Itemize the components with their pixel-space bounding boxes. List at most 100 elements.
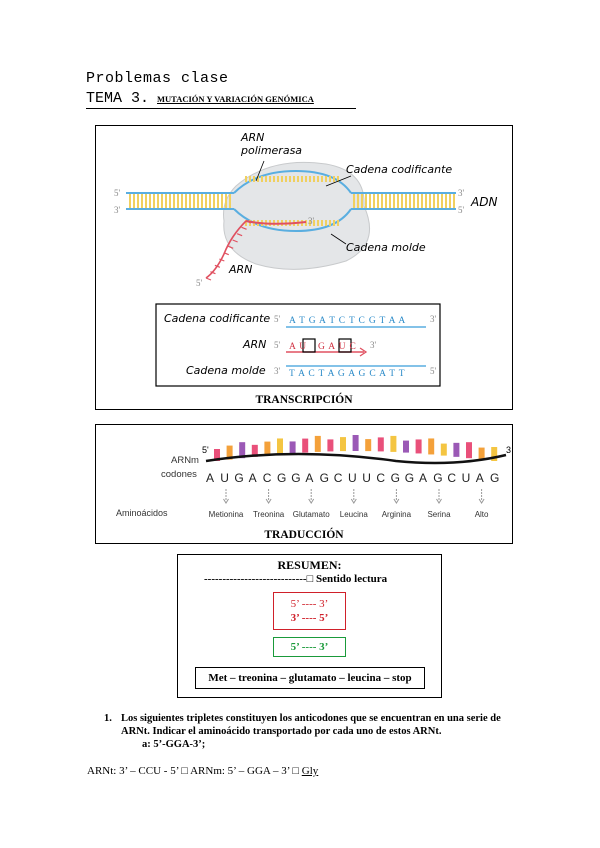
mrna-base: G [391, 471, 400, 485]
trna-bar [352, 435, 359, 451]
red-orientation-box: 5’ ---- 3’ 3’ ---- 5’ [273, 592, 346, 630]
aminoacid-label: Arginina [382, 510, 412, 519]
mrna-base: A [476, 471, 484, 485]
mrna-base: G [405, 471, 414, 485]
mrna-base: U [220, 471, 229, 485]
detail-template-end-3: 3' [274, 366, 281, 376]
aminoacid-label: Leucina [340, 510, 369, 519]
mrna-base: G [277, 471, 286, 485]
detail-coding-seq: A T G A T C T C G T A A [289, 316, 406, 326]
topic-number: TEMA 3. [86, 90, 150, 107]
mrna-base: C [376, 471, 385, 485]
mrna-base: U [362, 471, 371, 485]
detail-rna-seq-1: A U [289, 342, 307, 352]
detail-rna-end-3: 3' [370, 340, 377, 350]
topic-name: MUTACIÓN Y VARIACIÓN GENÓMICA [157, 94, 314, 104]
mrna-base: G [234, 471, 243, 485]
page-title: Problemas clase [86, 70, 229, 87]
trna-bar [226, 445, 233, 460]
aminoacid-chain: Met – treonina – glutamato – leucina – s… [195, 667, 425, 689]
answer-prefix: ARNt: 3’ – CCU - 5’ □ ARNm: 5’ – GGA – 3… [87, 765, 299, 777]
codon-arrowhead [393, 498, 400, 504]
dna-end-5-top: 5' [114, 188, 121, 198]
mrna-label-1: ARNm [171, 455, 199, 466]
label-arn-polimerasa-1: ARN [240, 131, 264, 144]
mrna-base: A [206, 471, 214, 485]
trna-bar [214, 449, 220, 461]
mrna-end-3: 3' [506, 445, 511, 455]
trna-bar [377, 437, 384, 452]
transcription-diagram: ARN polimerasa Cadena codificante ADN Ca… [114, 131, 497, 387]
translation-figure: 5' 3' ARNm codones AUGACGGAGCUUCGGAGCUAG… [95, 424, 513, 544]
trna-bar [440, 443, 447, 456]
mrna-base: G [433, 471, 442, 485]
detail-rna-label: ARN [242, 338, 266, 351]
trna-bar [403, 440, 409, 453]
trna-bar [327, 439, 334, 452]
trna-bar [478, 447, 485, 460]
detail-coding-end-5: 5' [274, 314, 281, 324]
codon-arrowhead [265, 498, 272, 504]
trna-bar [251, 444, 258, 457]
trna-bar [289, 441, 296, 454]
codon-arrowhead [350, 498, 357, 504]
label-arn: ARN [228, 263, 252, 276]
trna-bar [277, 438, 283, 455]
codon-arrowhead [223, 498, 229, 504]
topic-heading: TEMA 3. MUTACIÓN Y VARIACIÓN GENÓMICA [86, 89, 356, 109]
detail-template-label: Cadena molde [186, 364, 266, 377]
dna-end-5-bottom: 5' [458, 205, 465, 215]
summary-box: RESUMEN: ----------------------------□ S… [177, 554, 442, 698]
mrna-label-2: codones [161, 469, 197, 480]
mrna-end-5: 5' [202, 445, 209, 455]
mrna-base: G [320, 471, 329, 485]
mrna-base: A [305, 471, 313, 485]
red-line-2: 3’ ---- 5’ [290, 612, 329, 624]
translation-diagram: 5' 3' ARNm codones AUGACGGAGCUUCGGAGCUAG… [116, 435, 511, 519]
transcription-figure: ARN polimerasa Cadena codificante ADN Ca… [95, 125, 513, 410]
aminoacid-label: Glutamato [293, 510, 330, 519]
mrna-base: C [334, 471, 343, 485]
mrna-base: C [263, 471, 272, 485]
bubble-end-3: 3' [308, 216, 315, 226]
mrna-base: G [291, 471, 300, 485]
mrna-base: U [462, 471, 471, 485]
detail-template-seq: T A C T A G A G C A T T [289, 369, 405, 379]
label-arn-polimerasa-2: polimerasa [240, 144, 302, 157]
trna-bar [428, 438, 435, 455]
detail-coding-label: Cadena codificante [164, 312, 270, 325]
mrna-base: G [490, 471, 499, 485]
codon-arrowhead [478, 498, 485, 504]
trna-bar [415, 439, 422, 454]
green-orientation-box: 5’ ---- 3’ [273, 637, 346, 657]
answer-line: ARNt: 3’ – CCU - 5’ □ ARNm: 5’ – GGA – 3… [87, 765, 318, 777]
detail-rna-seq-2: G A U C [318, 342, 357, 352]
trna-bar [491, 447, 498, 461]
trna-bar [340, 437, 346, 452]
mrna-base: A [249, 471, 257, 485]
detail-inset [155, 303, 441, 387]
aminoacid-label: Serina [427, 510, 451, 519]
codon-arrowhead [308, 498, 315, 504]
trna-bar [239, 442, 246, 459]
rna-end-5: 5' [196, 278, 203, 288]
detail-rna-end-5: 5' [274, 340, 281, 350]
question-1: 1. Los siguientes tripletes constituyen … [104, 712, 504, 751]
trna-bar [264, 441, 271, 456]
dna-end-3-bottom: 3' [114, 205, 121, 215]
trna-bar [453, 442, 460, 457]
summary-title: RESUMEN: [277, 558, 342, 572]
aminoacids-label: Aminoácidos [116, 508, 168, 518]
question-text: Los siguientes tripletes constituyen los… [121, 713, 501, 737]
transcription-caption: TRANSCRIPCIÓN [255, 394, 353, 406]
translation-caption: TRADUCCIÓN [264, 529, 344, 541]
detail-template-end-5: 5' [430, 366, 437, 376]
detail-coding-end-3: 3' [430, 314, 437, 324]
trna-bar [365, 439, 372, 452]
label-adn: ADN [470, 195, 497, 209]
aminoacid-label: Metionina [209, 510, 244, 519]
dna-end-3-top: 3' [458, 188, 465, 198]
aminoacid-label: Alto [475, 510, 489, 519]
mrna-base: C [447, 471, 456, 485]
answer-result: Gly [301, 765, 319, 777]
